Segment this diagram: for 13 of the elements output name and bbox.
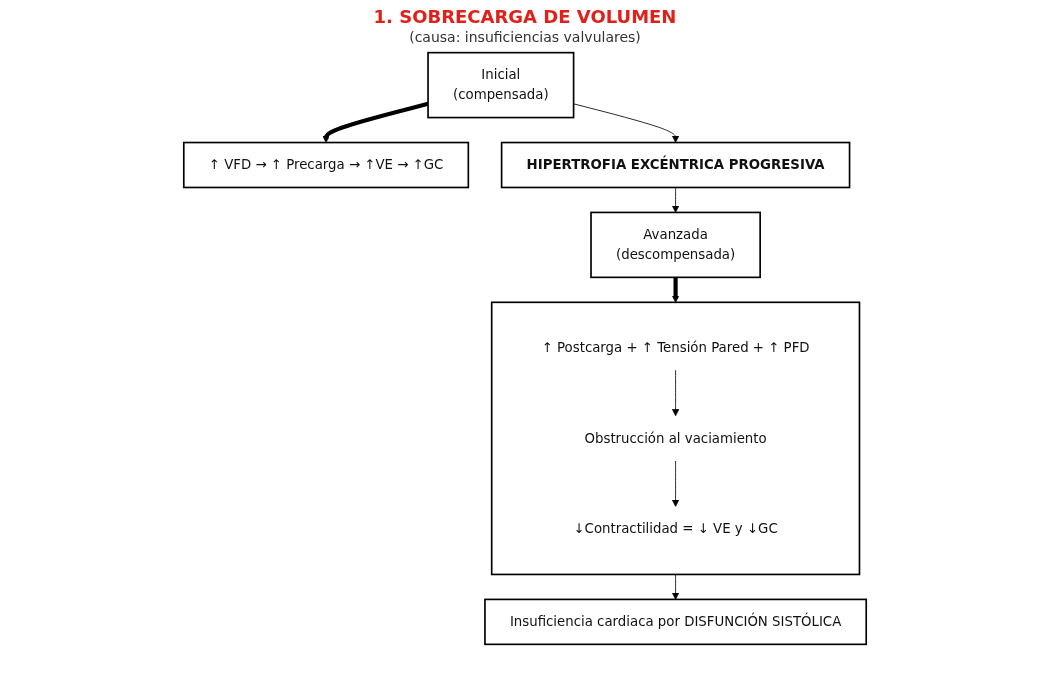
subtitle: (causa: insuficiencias valvulares) bbox=[409, 29, 641, 45]
arrow bbox=[671, 277, 680, 303]
node-text: Obstrucción al vaciamiento bbox=[584, 430, 767, 446]
node-box: ↑ VFD → ↑ Precarga → ↑VE → ↑GC bbox=[182, 141, 470, 189]
node-text: ↓Contractilidad = ↓ VE y ↓GC bbox=[573, 520, 778, 537]
node-box: Inicial (compensada) bbox=[427, 51, 575, 119]
node-box: Insuficiencia cardiaca por DISFUNCIÓN SISTÓLICA bbox=[484, 598, 868, 646]
node-text: ↑ Postcarga + ↑ Tensión Pared + ↑ PFD bbox=[541, 339, 810, 356]
node-box: Avanzada (descompensada) bbox=[590, 211, 761, 279]
title: 1. SOBRECARGA DE VOLUMEN bbox=[373, 6, 677, 27]
cluster bbox=[490, 301, 861, 576]
node-box: HIPERTROFIA EXCÉNTRICA PROGRESIVA bbox=[500, 141, 851, 189]
arrow bbox=[322, 101, 429, 143]
